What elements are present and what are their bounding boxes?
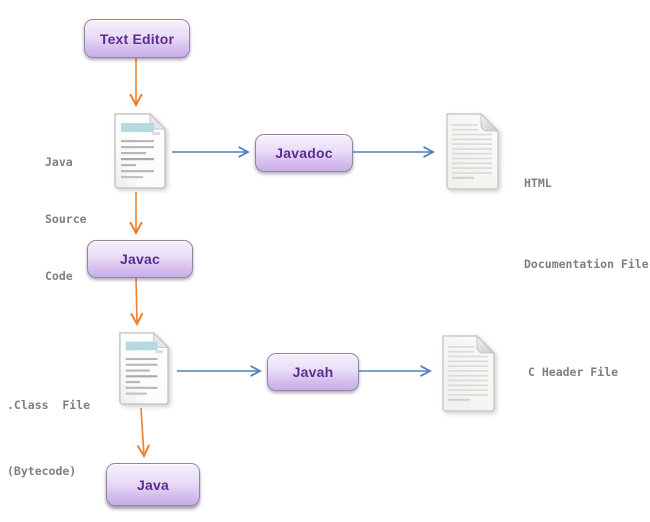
label-line: Java	[45, 155, 73, 169]
label-line: .Class File	[7, 398, 91, 412]
label-html-documentation-file: HTML Documentation File	[524, 116, 649, 332]
class-file-icon	[119, 331, 170, 405]
label-line: Code	[45, 269, 73, 283]
node-text-editor: Text Editor	[84, 19, 190, 58]
label-line: (Bytecode)	[7, 464, 77, 478]
label-java-source-code: Java Source Code	[45, 115, 87, 324]
node-javah: Javah	[267, 353, 359, 391]
label-line: Documentation File	[524, 257, 649, 271]
label-line: Source	[45, 212, 87, 226]
java-source-file-icon	[114, 112, 167, 189]
label-c-header-file: C Header File	[528, 365, 619, 379]
label-line: HTML	[524, 176, 552, 190]
node-javac: Javac	[87, 240, 193, 278]
label-class-file-bytecode: .Class File (Bytecode)	[7, 350, 90, 522]
html-documentation-file-icon	[446, 112, 500, 190]
c-header-file-icon	[442, 334, 496, 412]
node-java: Java	[106, 463, 200, 506]
node-javadoc: Javadoc	[255, 134, 353, 172]
arrow-javac-to-class	[130, 276, 144, 327]
arrow-class-to-java	[136, 407, 150, 459]
